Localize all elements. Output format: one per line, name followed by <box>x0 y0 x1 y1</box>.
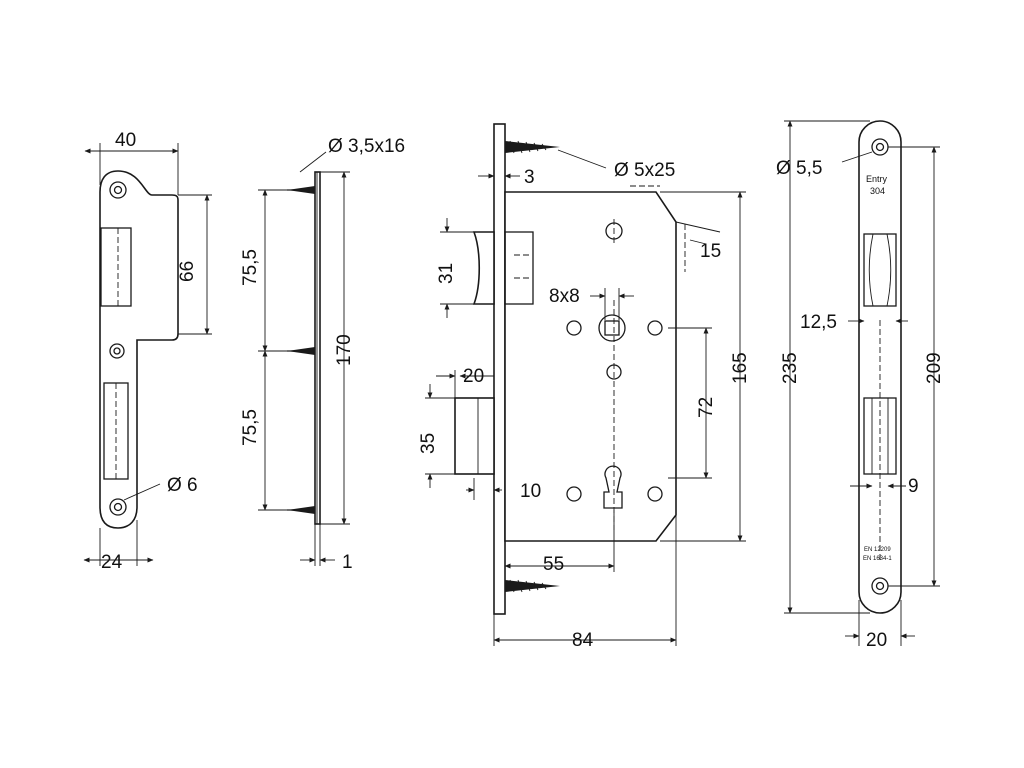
lock-height-label: 165 <box>730 352 751 384</box>
faceplate-bolt-slot-label: 9 <box>908 476 919 497</box>
lock-deadbolt <box>454 397 495 475</box>
lock-spindle-hub <box>598 314 626 342</box>
strike-bottom-label: 24 <box>101 552 123 573</box>
strike-height-label: 66 <box>177 261 198 282</box>
lock-spindle-label: 8x8 <box>549 286 580 307</box>
faceplate-width-label: 20 <box>866 630 887 651</box>
lock-screw-bottom <box>505 579 560 593</box>
strike-side-view: Ø 3,5x16 75,5 75,5 170 1 <box>240 136 405 573</box>
side-length-label: 170 <box>334 334 355 366</box>
side-pitch-lower-label: 75,5 <box>240 409 261 446</box>
side-screw-top <box>287 186 315 194</box>
lock-faceplate-thickness-label: 3 <box>524 167 535 188</box>
side-pitch-upper-label: 75,5 <box>240 249 261 286</box>
lock-spindle-square <box>604 320 620 336</box>
lock-angle-label: 15 <box>700 241 721 262</box>
faceplate-slot-label: 12,5 <box>800 312 837 333</box>
faceplate-bottom-hole-inner <box>875 581 885 591</box>
lock-latch-housing <box>504 231 534 305</box>
faceplate-stamp-line2: 304 <box>870 186 885 196</box>
side-thickness-label: 1 <box>342 552 353 573</box>
lock-faceplate-strip <box>493 123 506 615</box>
strike-latch-opening <box>100 227 132 307</box>
lock-hole-bottom-left <box>566 486 582 502</box>
lock-bolt-throw-label: 10 <box>520 481 541 502</box>
faceplate-hole-label: Ø 5,5 <box>776 158 822 179</box>
faceplate-cert-line1: EN 12209 <box>864 547 891 553</box>
lock-latch <box>472 231 495 305</box>
lock-latch-height-label: 31 <box>436 263 457 284</box>
lock-bolt-offset-label: 20 <box>463 366 484 387</box>
lock-keyhole <box>603 465 623 509</box>
faceplate-stamp-line1: Entry <box>866 174 888 184</box>
faceplate-front: Entry 304 EN 12209 EN 1634-1 Ø 5,5 12,5 … <box>776 120 945 651</box>
lock-backset-label: 55 <box>543 554 564 575</box>
side-plate-profile <box>314 171 321 525</box>
lock-screw-top <box>505 140 560 154</box>
lock-depth-label: 84 <box>572 630 594 651</box>
strike-hole-label: Ø 6 <box>167 475 198 496</box>
faceplate-latch-slot <box>863 233 897 307</box>
strike-plate-outline <box>99 170 179 529</box>
side-screw-middle <box>287 347 315 355</box>
strike-plate: 40 66 Ø 6 24 <box>83 130 212 573</box>
strike-mid-hole-inner <box>113 347 121 355</box>
lock-screw-label: Ø 5x25 <box>614 160 675 181</box>
faceplate-cert-line2: EN 1634-1 <box>863 556 892 562</box>
faceplate-length-label: 235 <box>780 352 801 384</box>
strike-bottom-hole-inner <box>113 502 123 512</box>
strike-width-label: 40 <box>115 130 136 151</box>
strike-top-hole-inner <box>113 185 123 195</box>
lock-body: 3 Ø 5x25 15 31 8x8 20 35 <box>418 123 751 651</box>
lock-hole-bottom-right <box>647 486 663 502</box>
faceplate-top-hole-inner <box>875 142 885 152</box>
side-screw-bottom <box>287 506 315 514</box>
side-screw-label: Ø 3,5x16 <box>328 136 405 157</box>
lock-bolt-height-label: 35 <box>418 433 439 454</box>
lock-hole-left <box>566 320 582 336</box>
lock-center-distance-label: 72 <box>696 397 717 418</box>
faceplate-hole-pitch-label: 209 <box>924 352 945 384</box>
lock-hole-right <box>647 320 663 336</box>
